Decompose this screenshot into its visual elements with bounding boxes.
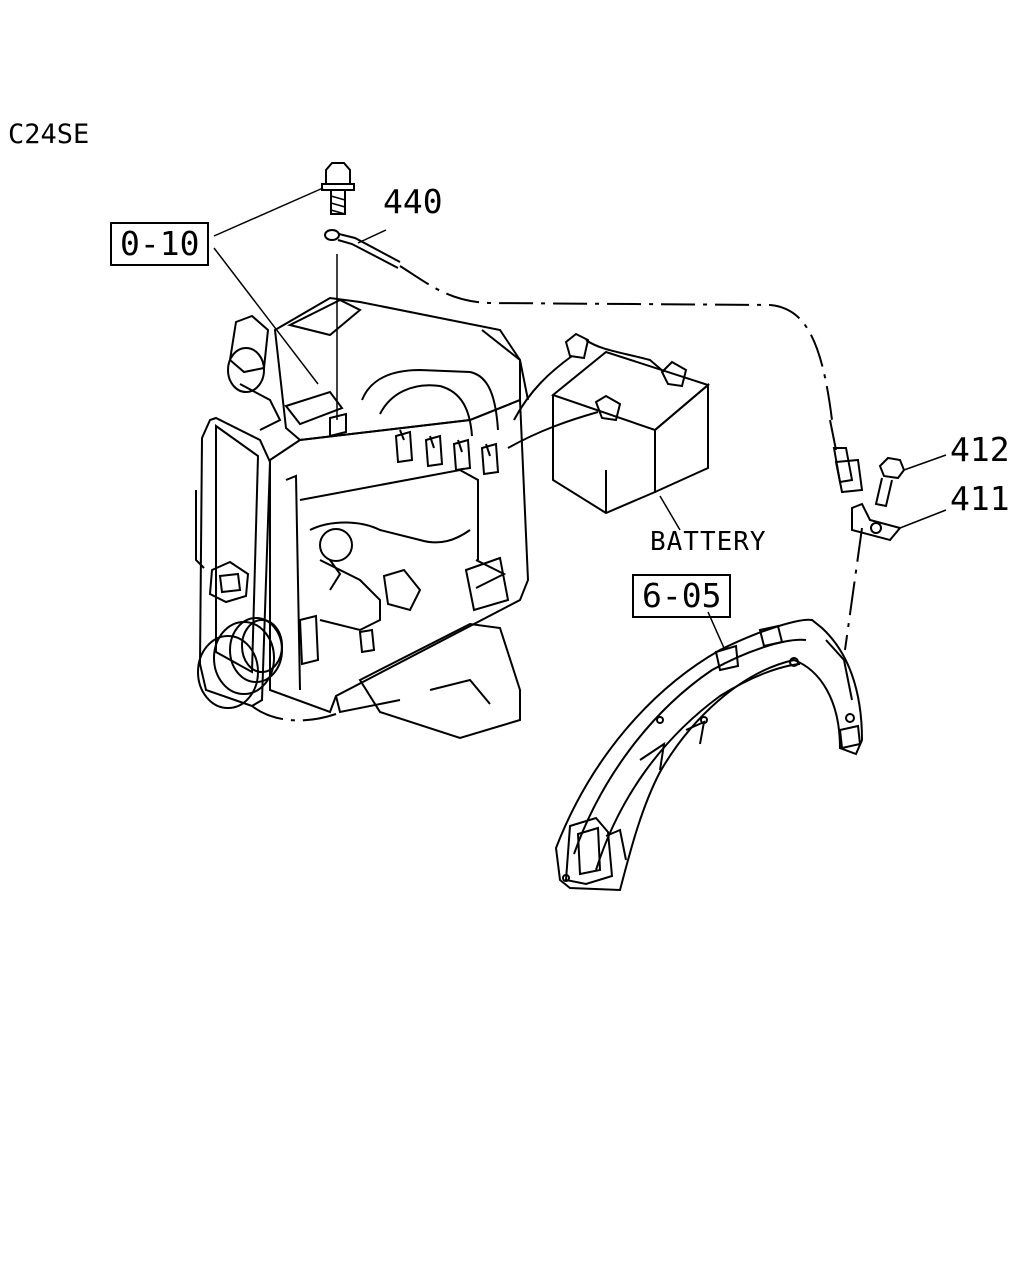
battery-label: BATTERY [650,527,767,557]
part-number-440[interactable]: 440 [383,182,443,221]
engine-reference-box[interactable]: 0-10 [110,222,210,266]
part-number-412[interactable]: 412 [950,430,1010,469]
ref-0-10-leaders [213,187,324,385]
cable-terminal-icon [829,419,864,494]
model-code: C24SE [8,119,90,150]
bolt-icon [321,162,355,215]
engine-icon [195,296,530,740]
bracket-411-icon [851,502,947,542]
fender-reference-box[interactable]: 6-05 [632,574,732,618]
routing-line [399,265,863,651]
part-number-411[interactable]: 411 [950,479,1010,518]
ref-6-05-leader [707,611,725,649]
fender-liner-icon [554,618,864,892]
ground-cable-icon [324,229,401,420]
battery-icon [507,332,711,531]
bolt-412-icon [874,454,947,508]
